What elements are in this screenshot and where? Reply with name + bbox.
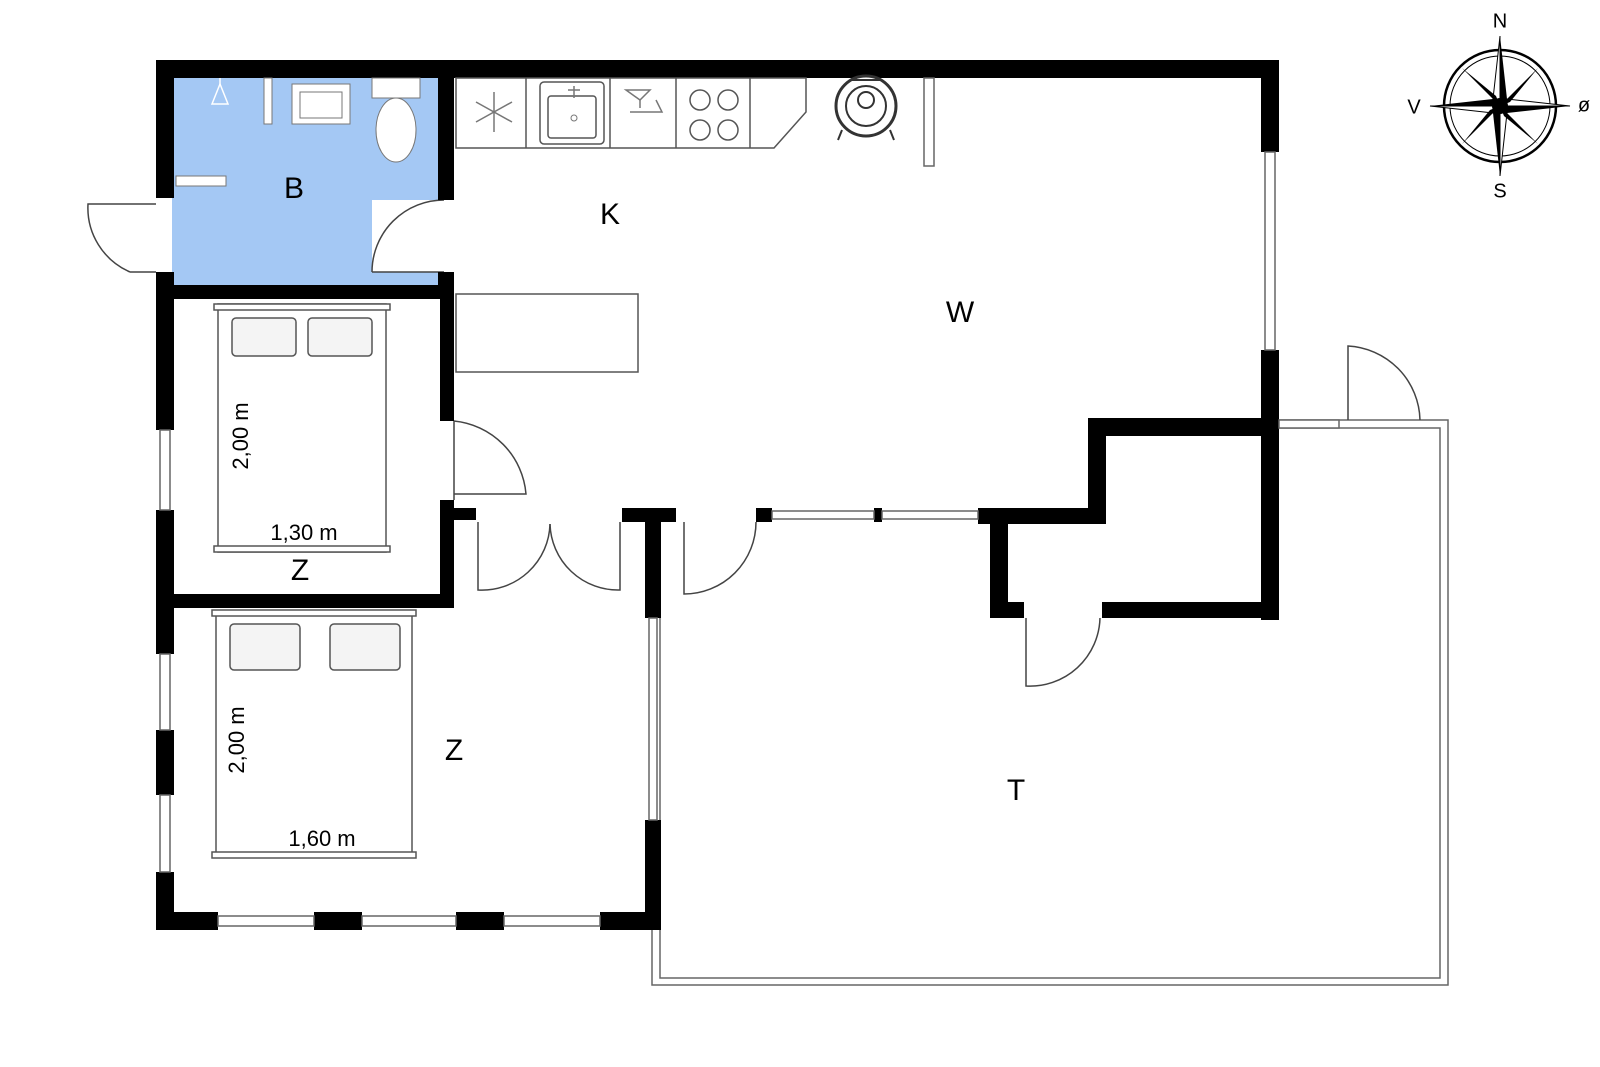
room-label-bathroom: B (284, 172, 304, 205)
fridge-icon (475, 92, 513, 132)
bed-large (211, 609, 417, 859)
bed-small (213, 303, 391, 553)
bathroom-fixtures (175, 77, 421, 187)
walls (156, 60, 1279, 930)
room-label-terrace: T (1007, 774, 1025, 807)
bathroom-door-swing (371, 199, 445, 273)
windows (159, 151, 1340, 927)
room-label-kitchen: K (600, 198, 620, 231)
wood-stove-icon (834, 74, 898, 141)
kitchen-counter (455, 77, 807, 149)
compass-west: V (1407, 96, 1421, 118)
sink-icon (539, 81, 605, 145)
room-label-bedroom-large: Z (445, 734, 463, 767)
shower-icon (210, 78, 230, 105)
stove-icon (689, 89, 739, 141)
bath-sink-icon (291, 83, 351, 125)
room-label-living: W (946, 296, 975, 329)
bed-large-length: 2,00 m (224, 706, 249, 773)
toilet-icon (371, 77, 421, 163)
bed-small-width: 1,30 m (270, 520, 337, 545)
compass-rose-icon (1429, 35, 1571, 177)
dishwasher-icon (623, 89, 664, 113)
compass-east: ø (1578, 94, 1590, 116)
room-label-bedroom-small: Z (291, 554, 309, 587)
kitchen-partition (923, 77, 935, 167)
doors (87, 203, 1421, 687)
bed-large-width: 1,60 m (288, 826, 355, 851)
compass-north: N (1493, 10, 1507, 32)
bed-small-length: 2,00 m (228, 402, 253, 469)
terrace-outline (651, 419, 1449, 986)
kitchen-island (455, 293, 639, 373)
compass-south: S (1493, 180, 1506, 202)
